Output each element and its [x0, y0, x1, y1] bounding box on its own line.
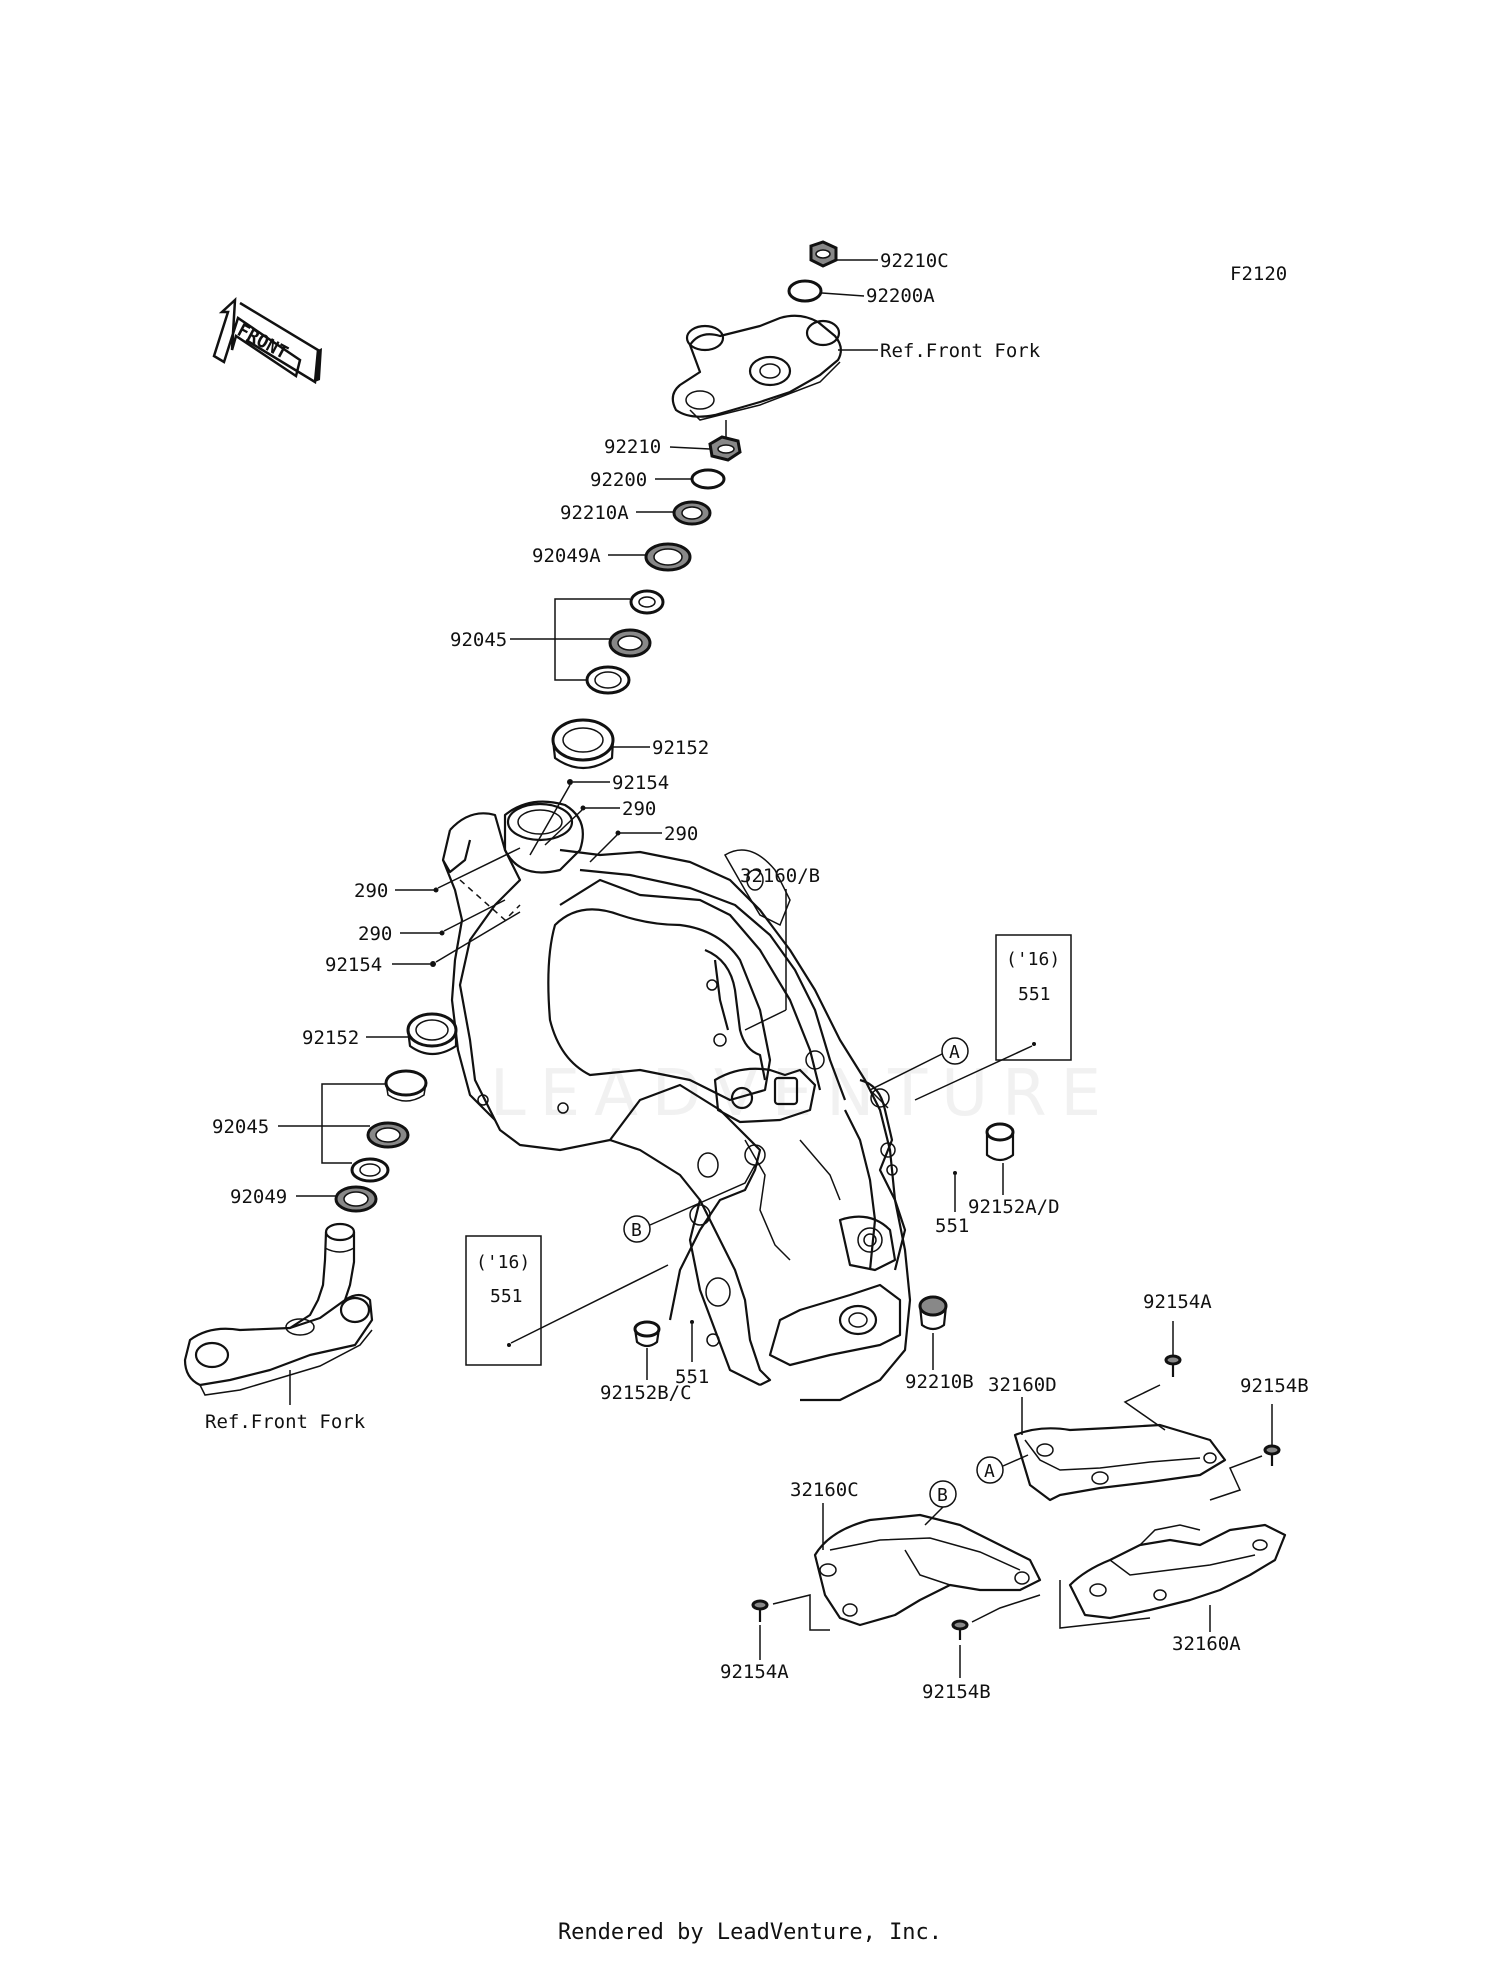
label-92154-top: 92154: [612, 772, 669, 794]
label-92154b-top: 92154B: [1240, 1375, 1309, 1397]
watermark-text: LEADVENTURE: [490, 1057, 1115, 1131]
label-290-d: 290: [358, 923, 392, 945]
bolt-92154a-bottom: [751, 1599, 769, 1622]
box-year-2016-right: [995, 934, 1072, 1061]
frame-cover-32160d: [1013, 1423, 1227, 1502]
collar-92152bc: [633, 1320, 661, 1348]
box-left-year: ('16): [476, 1252, 530, 1273]
upper-triple-clamp: [671, 314, 842, 421]
diagram-code: F2120: [1230, 263, 1287, 285]
label-92045-lower: 92045: [212, 1116, 269, 1138]
front-arrow-icon: FRONT: [212, 296, 322, 385]
frame-cover-32160c: [813, 1513, 1042, 1627]
label-ref-front-fork-bottom: Ref.Front Fork: [205, 1411, 366, 1433]
label-92154a-top: 92154A: [1143, 1291, 1212, 1313]
label-92154a-bottom: 92154A: [720, 1661, 789, 1683]
race-92152-upper: [551, 718, 615, 769]
race-92152-lower: [406, 1012, 458, 1056]
label-92152bc: 92152B/C: [600, 1382, 692, 1404]
box-right-year: ('16): [1006, 949, 1060, 970]
box-year-2016-left: [465, 1235, 542, 1366]
label-92154-left: 92154: [325, 954, 382, 976]
marker-a-cover-label: A: [984, 1461, 995, 1482]
washer-92200: [690, 468, 726, 490]
label-92154b-bottom: 92154B: [922, 1681, 991, 1703]
label-92210b: 92210B: [905, 1371, 974, 1393]
label-92210a: 92210A: [560, 502, 629, 524]
front-arrow-label: FRONT: [234, 320, 292, 364]
label-290-c: 290: [354, 880, 388, 902]
marker-a-cover: [976, 1456, 1004, 1484]
washer-92200a: [787, 279, 823, 303]
label-32160d: 32160D: [988, 1374, 1057, 1396]
label-290-b: 290: [664, 823, 698, 845]
collar-92152ad: [985, 1122, 1015, 1162]
frame-cover-32160a: [1068, 1523, 1287, 1620]
label-92200: 92200: [590, 469, 647, 491]
label-551-right: 551: [935, 1215, 969, 1237]
bolt-92154a-top: [1164, 1354, 1182, 1377]
label-92210c: 92210C: [880, 250, 949, 272]
nut-92210: [708, 435, 742, 462]
marker-a-frame: [941, 1037, 969, 1065]
bearing-set-92045-upper: [585, 589, 665, 695]
label-ref-front-fork-top: Ref.Front Fork: [880, 340, 1041, 362]
box-left-part: 551: [490, 1286, 523, 1307]
label-32160c: 32160C: [790, 1479, 859, 1501]
marker-b-frame-label: B: [631, 1220, 642, 1241]
marker-b-frame: [623, 1215, 651, 1243]
bolt-92154b-top: [1263, 1444, 1281, 1466]
label-92049a: 92049A: [532, 545, 601, 567]
label-92210: 92210: [604, 436, 661, 458]
label-551-bottom: 551: [675, 1366, 709, 1388]
nut-92210c: [809, 240, 838, 268]
footer-credit: Rendered by LeadVenture, Inc.: [557, 1920, 943, 1945]
label-32160a: 32160A: [1172, 1633, 1241, 1655]
label-92045-upper: 92045: [450, 629, 507, 651]
label-92152-upper: 92152: [652, 737, 709, 759]
seal-92210b: [918, 1295, 948, 1331]
marker-a-frame-label: A: [949, 1042, 960, 1063]
label-92152-lower: 92152: [302, 1027, 359, 1049]
label-92200a: 92200A: [866, 285, 935, 307]
marker-b-cover-label: B: [937, 1485, 948, 1506]
label-92152ad: 92152A/D: [968, 1196, 1060, 1218]
box-right-part: 551: [1018, 984, 1051, 1005]
label-290-a: 290: [622, 798, 656, 820]
lower-triple-clamp: [183, 1222, 374, 1396]
bolt-92154b-bottom: [951, 1619, 969, 1640]
label-92049: 92049: [230, 1186, 287, 1208]
bearing-set-92045-lower: [350, 1069, 428, 1183]
label-32160b: 32160/B: [740, 865, 820, 887]
